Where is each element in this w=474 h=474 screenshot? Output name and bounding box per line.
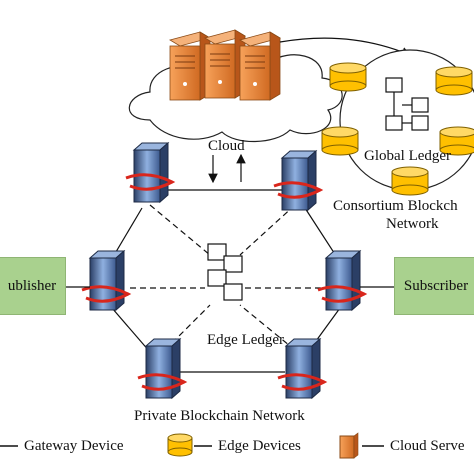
- gateway-server-top-left: [125, 141, 176, 204]
- publisher-box: ublisher: [0, 257, 66, 315]
- consortium-label-line2: Network: [386, 216, 439, 232]
- legend-gateway-label: Gateway Device: [24, 438, 124, 454]
- cloud-to-consortium-arrow: [279, 37, 412, 57]
- edge-ledger-label: Edge Ledger: [207, 332, 285, 348]
- consortium-edge-devices: [321, 62, 474, 196]
- cloud-server-1: [168, 31, 212, 101]
- database-cylinder-icon: [391, 166, 429, 196]
- gateway-server-bottom-left: [137, 337, 188, 400]
- database-cylinder-icon: [167, 433, 193, 457]
- database-cylinder-icon: [439, 126, 474, 156]
- global-ledger-blocks: [385, 77, 429, 131]
- consortium-label-line1: Consortium Blockch: [333, 198, 458, 214]
- subscriber-label: Subscriber: [403, 277, 469, 294]
- global-ledger-label: Global Ledger: [364, 148, 452, 164]
- gateway-server-bottom-right: [277, 337, 328, 400]
- legend-edge-devices-label: Edge Devices: [218, 438, 301, 454]
- gateway-server-left: [81, 249, 132, 312]
- edge-ledger-links: [130, 204, 325, 351]
- gateway-server-top-right: [273, 149, 324, 212]
- cloud-server-3: [238, 31, 282, 101]
- publisher-label: ublisher: [7, 277, 57, 294]
- database-cylinder-icon: [321, 126, 359, 156]
- cloud-label: Cloud: [208, 138, 245, 154]
- legend-cloud-server-label: Cloud Serve: [390, 438, 465, 454]
- cloud-server-icon: [339, 432, 359, 459]
- subscriber-box: Subscriber: [394, 257, 474, 315]
- gateway-server-right: [317, 249, 368, 312]
- database-cylinder-icon: [329, 62, 367, 92]
- cloud-server-2: [203, 29, 247, 99]
- private-network-label: Private Blockchain Network: [134, 408, 305, 424]
- database-cylinder-icon: [435, 66, 473, 96]
- edge-ledger-blocks: [207, 243, 243, 301]
